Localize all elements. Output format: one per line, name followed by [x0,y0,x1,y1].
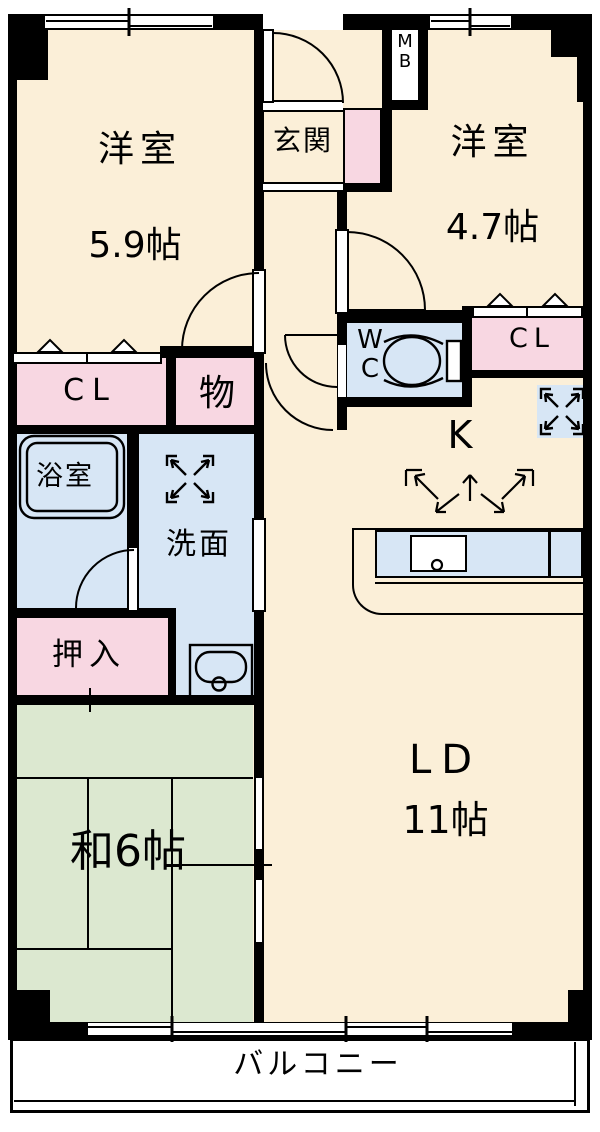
washer-space-icon [165,454,215,504]
entry-step [263,182,343,192]
wall-oshiire-right [168,618,176,700]
meter-box-line2: B [398,50,412,72]
door-opening [252,269,266,354]
balcony-label: バルコニー [233,1047,403,1082]
wall-cl-storage [166,352,176,434]
meter-box-label: M B [390,32,420,72]
stove-icon [404,468,535,514]
washbasin-icon [188,643,254,700]
toilet-icon [382,334,463,388]
wall-closet-bottom [8,425,264,434]
storage-floor [176,352,258,427]
room-label-west2: 洋室 [450,122,535,163]
storage-label: 物 [198,373,235,414]
folding-door-marks [35,292,570,353]
japanese-room-label: 和6帖 [70,826,186,877]
wall-wc-bottom [337,397,472,407]
closet-track-divider [86,352,88,364]
oshiire-floor [17,618,168,695]
washroom-floor [139,434,254,612]
wall-wc-right [462,306,472,407]
tatami-lines [17,688,272,1022]
room-size-west1: 5.9帖 [88,225,182,266]
corner-block [8,990,50,1040]
wall-tatami-top [8,695,264,705]
closet-right-label: CL [509,323,555,354]
ld-size-label: 11帖 [402,798,489,842]
closet-left-label: CL [63,373,117,408]
wall-oshiire-top [8,608,176,618]
fridge-space-icon [539,387,585,436]
oshiire-label: 押入 [52,637,126,673]
door-opening [252,518,266,612]
room-size-west2: 4.7帖 [445,207,540,248]
door-opening [335,229,349,314]
door-west2 [346,231,426,311]
wall-clr-bottom [462,370,592,378]
entry-opening [263,14,343,30]
counter-divider [548,530,551,578]
corner-block [577,30,592,102]
wc-label: W C [352,326,388,383]
bathtub-icon [18,434,126,520]
meter-box [390,28,420,102]
wall-west1-bottom [160,346,264,358]
sink-faucet [430,558,444,572]
washroom-label: 洗面 [166,527,232,562]
wall-wc-top [337,310,472,323]
wc-line2: C [360,353,380,384]
wall-join [340,183,392,192]
kitchen-counter-outline [352,528,592,615]
closet-track-divider [526,306,528,318]
sliding-door-gap [256,880,262,942]
entry-step [263,100,343,112]
bathroom-floor [17,434,127,608]
balcony-inner-line [574,1042,576,1106]
corner-block [568,990,592,1040]
door-opening [338,345,346,397]
corner-block [8,14,48,80]
balcony-inner-line [14,1100,576,1102]
shoe-cabinet [343,108,382,187]
room-label-entrance: 玄関 [272,124,333,157]
door-opening [127,548,139,610]
ld-label: LD [408,737,483,783]
wc-line1: W [357,325,383,355]
door-arc-bath [75,549,135,609]
meter-box-line1: M [397,31,413,52]
japanese-room-floor [17,705,253,1022]
door-arc-ld [265,362,334,431]
bathroom-label: 浴室 [36,461,94,492]
door-wc [284,334,338,388]
sliding-door-gap [256,778,262,849]
wall-right [583,14,592,1040]
entry-door [262,29,344,104]
window-lines [46,8,512,1042]
door-arc-west1 [181,272,260,351]
kitchen-label: K [447,413,473,457]
room-label-west1: 洋室 [97,129,182,170]
closet-left-floor [12,352,166,427]
counter-edge-line [375,582,583,584]
wall-left [8,14,17,1040]
kitchen-sink [410,535,467,572]
wall-genkan-right [382,102,392,192]
